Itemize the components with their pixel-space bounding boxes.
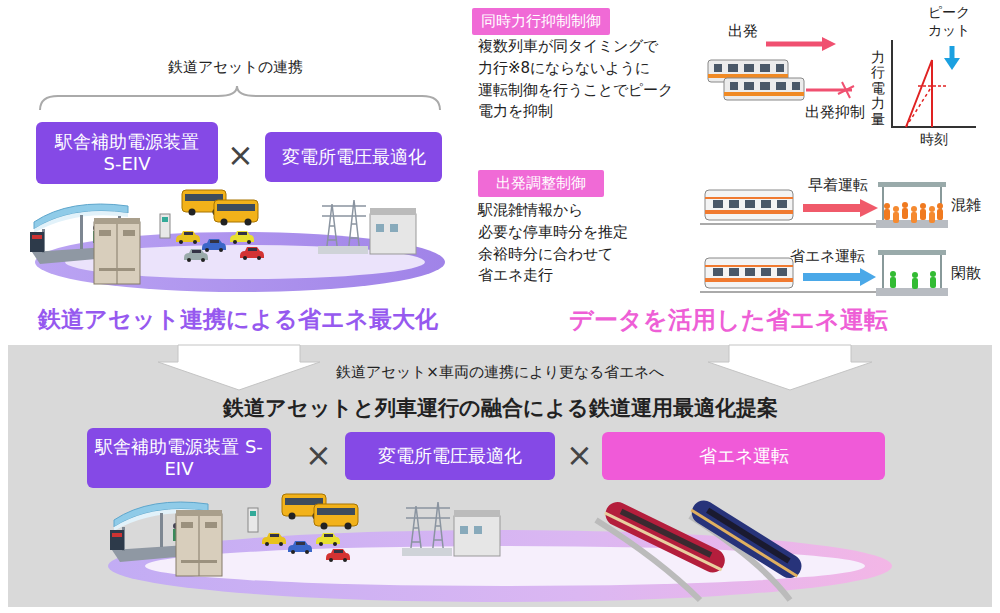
box-text: 変電所電圧最適化 bbox=[378, 445, 522, 468]
multiply-sign: × bbox=[305, 436, 332, 474]
band-subtitle: 鉄道アセット×車両の連携により更なる省エネへ bbox=[8, 363, 992, 382]
control-tag: 同時力行抑制制御 bbox=[472, 8, 610, 35]
diagram-label: 出発 bbox=[728, 22, 758, 40]
diagram-label: 出発抑制 bbox=[805, 103, 865, 121]
box-text: 同時力行抑制制御 bbox=[481, 12, 601, 31]
power-chart bbox=[892, 40, 976, 127]
asset-box: 変電所電圧最適化 bbox=[265, 132, 442, 182]
box-text: 省エネ運転 bbox=[699, 445, 789, 468]
diagram-label: ピーク カット bbox=[928, 4, 974, 39]
proposal-band: 鉄道アセット×車両の連携により更なる省エネへ鉄道アセットと列車運行の融合による鉄… bbox=[8, 345, 992, 607]
diagram-label: 混雑 bbox=[951, 196, 981, 214]
proposal-illustration bbox=[108, 494, 892, 602]
diagram-label: 閑散 bbox=[951, 264, 981, 282]
asset-illustration bbox=[30, 190, 445, 292]
multiply-sign: × bbox=[566, 436, 593, 474]
brace bbox=[40, 86, 440, 110]
box-text: 駅舎補助電源装置 S-EIV bbox=[95, 436, 263, 481]
flow-arrow bbox=[158, 345, 320, 390]
adjust-illustration bbox=[700, 182, 948, 296]
group-label: 鉄道アセットの連携 bbox=[168, 58, 303, 76]
operation-box: 省エネ運転 bbox=[602, 432, 885, 480]
box-text: 変電所電圧最適化 bbox=[282, 146, 426, 169]
multiply-sign: × bbox=[227, 136, 254, 174]
band-title: 鉄道アセットと列車運行の融合による鉄道運用最適化提案 bbox=[8, 396, 992, 421]
departure-illustration bbox=[708, 37, 854, 100]
section-heading: 鉄道アセット連携による省エネ最大化 bbox=[38, 306, 438, 334]
asset-box: 変電所電圧最適化 bbox=[345, 432, 555, 480]
box-text: 駅舎補助電源装置 S-EIV bbox=[44, 131, 210, 176]
flow-arrow bbox=[708, 345, 872, 390]
section-heading: データを活用した省エネ運転 bbox=[569, 306, 888, 335]
asset-box: 駅舎補助電源装置 S-EIV bbox=[87, 428, 271, 488]
axis-label: 時刻 bbox=[920, 131, 948, 148]
diagram-label: 早着運転 bbox=[808, 176, 868, 194]
box-text: 出発調整制御 bbox=[496, 174, 586, 193]
description-text: 駅混雑情報から 必要な停車時分を推定 余裕時分に合わせて 省エネ走行 bbox=[478, 200, 638, 287]
diagram-label: 省エネ運転 bbox=[790, 247, 865, 265]
control-tag: 出発調整制御 bbox=[478, 170, 604, 197]
asset-box: 駅舎補助電源装置 S-EIV bbox=[36, 122, 218, 184]
description-text: 複数列車が同タイミングで 力行※8にならないように 運転制御を行うことでピーク … bbox=[478, 36, 683, 123]
axis-label: 力行電力量 bbox=[871, 50, 885, 127]
